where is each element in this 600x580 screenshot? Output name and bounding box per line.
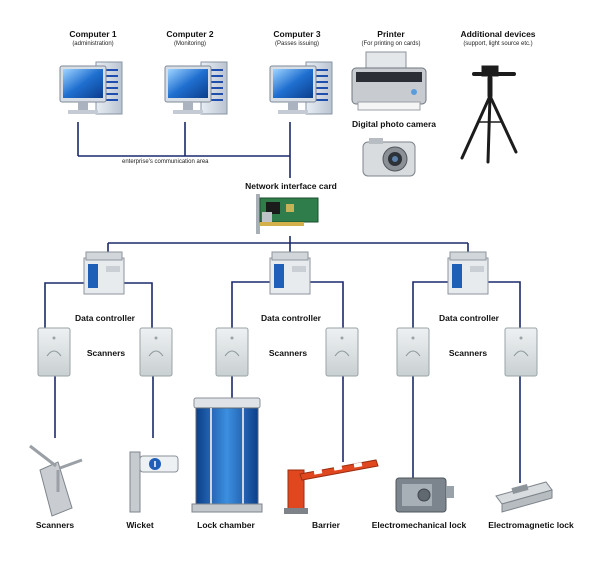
printer-title: Printer [377, 29, 405, 39]
data-controller-2-label: Data controller [261, 313, 321, 323]
network-lines [44, 122, 521, 483]
scanners-group-2-label: Scanners [268, 348, 308, 358]
computer-2-subtitle: (Monitoring) [173, 41, 206, 47]
barrier-icon [284, 459, 379, 514]
turnstile-label: Scanners [35, 520, 75, 530]
electromechanical-lock-icon [395, 477, 454, 513]
computer-3-subtitle: (Passes issuing) [274, 41, 319, 47]
computer-1-title: Computer 1 [69, 29, 117, 39]
additional-devices-title: Additional devices [460, 29, 536, 39]
turnstile-icon [29, 444, 83, 517]
card-reader-icon [396, 327, 430, 377]
computer-3-title: Computer 3 [273, 29, 321, 39]
tripod-icon [460, 65, 518, 164]
card-reader-icon [504, 327, 538, 377]
communication-area-label: enterprise's communication area [122, 159, 209, 165]
data-controller-3-label: Data controller [439, 313, 499, 323]
lock-chamber-icon [191, 397, 263, 513]
card-reader-icon [325, 327, 359, 377]
card-reader-icon [139, 327, 173, 377]
scanners-group-1-label: Scanners [86, 348, 126, 358]
computer-3-icon [269, 61, 333, 115]
scanners-group-3-label: Scanners [448, 348, 488, 358]
data-controller-2-icon [269, 251, 311, 295]
camera-title: Digital photo camera [351, 119, 437, 129]
network-card-icon [256, 194, 319, 234]
printer-subtitle: (For printing on cards) [361, 41, 421, 47]
scanner-readers [37, 327, 538, 377]
barrier-label: Barrier [312, 520, 340, 530]
lock-chamber-label: Lock chamber [197, 520, 255, 530]
data-controller-1-icon [83, 251, 125, 295]
electromagnetic-lock-label: Electromagnetic lock [488, 520, 574, 530]
computer-2-title: Computer 2 [166, 29, 214, 39]
wicket-label: Wicket [126, 520, 154, 530]
computer-2-icon [164, 61, 228, 115]
network-card-label: Network interface card [245, 181, 337, 191]
computer-1-icon [59, 61, 123, 115]
printer-icon [351, 51, 427, 111]
camera-icon [362, 138, 416, 177]
electromechanical-lock-label: Electromechanical lock [371, 520, 467, 530]
wicket-icon [129, 451, 179, 513]
data-controller-1-label: Data controller [75, 313, 135, 323]
data-controller-3-icon [447, 251, 489, 295]
electromagnetic-lock-icon [495, 481, 553, 513]
card-reader-icon [215, 327, 249, 377]
additional-devices-subtitle: (support, light source etc.) [463, 41, 533, 47]
card-reader-icon [37, 327, 71, 377]
computer-1-subtitle: (administration) [72, 41, 114, 47]
